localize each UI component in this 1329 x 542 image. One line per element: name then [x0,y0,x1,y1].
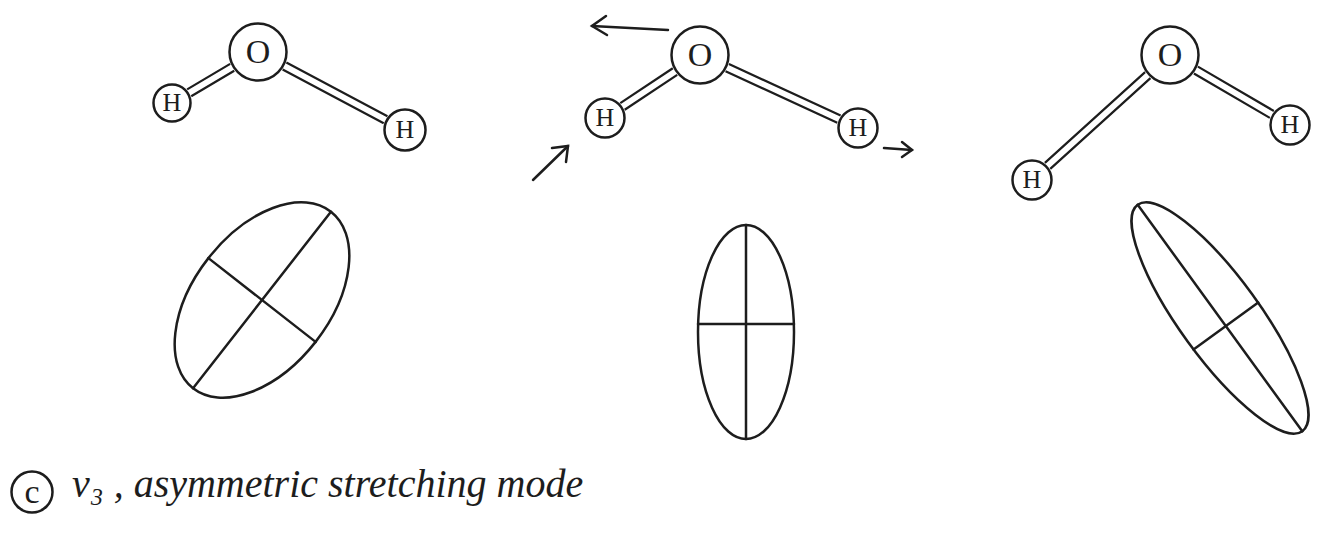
atom-symbol: O [1158,38,1183,72]
atom-symbol: H [163,90,182,116]
bond-line [620,68,677,109]
atom-symbol: H [396,117,415,143]
polarizability-ellipsoid [139,170,384,430]
atom-circle: H [383,108,427,152]
caption-text: ν₃ , asymmetric stretching mode [72,462,583,506]
bond-line [726,64,841,123]
item-marker: c [10,470,54,514]
atom-circle: O [228,22,288,82]
item-letter: c [24,475,39,509]
displacement-arrow [884,142,912,157]
atom-circle: H [1269,104,1311,146]
atom-symbol: O [246,35,271,69]
polarizability-ellipsoid [698,225,794,439]
atom-circle: H [1011,159,1053,201]
atom-symbol: H [1023,167,1042,193]
atom-circle: H [837,107,879,149]
bond-line [1194,67,1274,118]
bond-line [187,64,234,96]
displacement-arrow [592,16,668,35]
bond-line [283,63,388,124]
polarizability-ellipsoid [1105,181,1329,455]
atom-circle: O [670,25,730,85]
bond-line [1045,72,1151,169]
atom-symbol: H [596,105,615,131]
atom-symbol: O [688,38,713,72]
atom-symbol: H [849,115,868,141]
displacement-arrow [533,146,568,180]
atom-circle: H [152,83,192,123]
atom-circle: O [1140,25,1200,85]
atom-symbol: H [1281,112,1300,138]
atom-circle: H [584,97,626,139]
